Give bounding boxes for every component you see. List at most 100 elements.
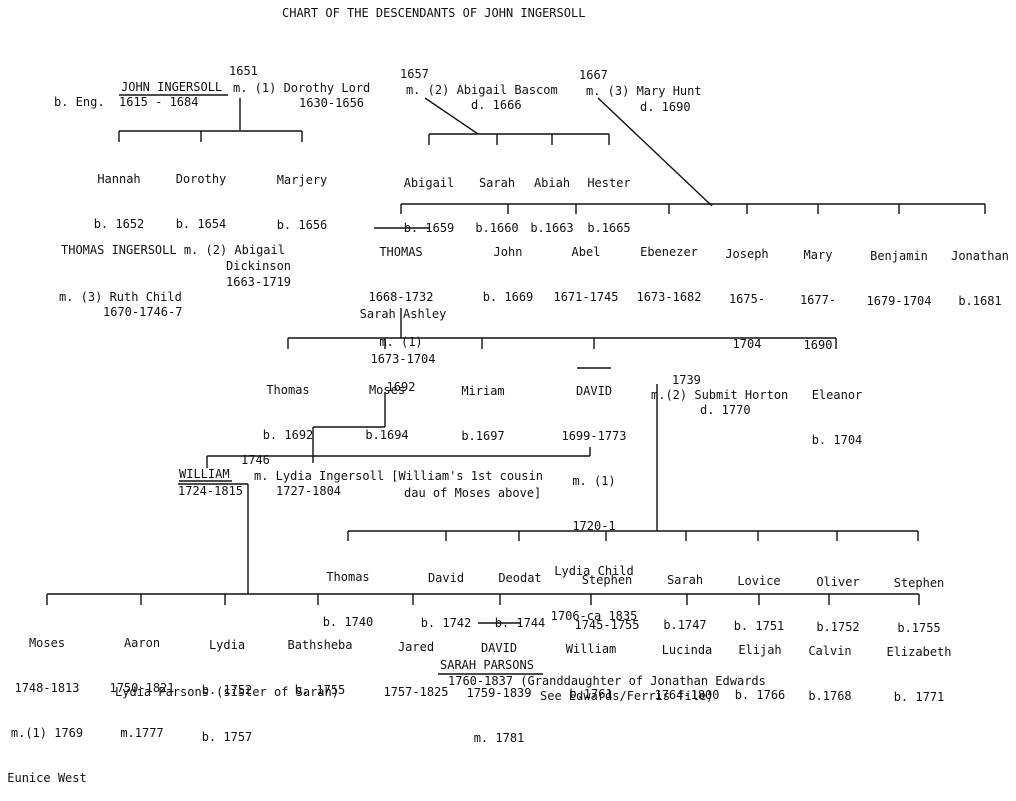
john-marriage2-year: 1657 <box>400 67 429 81</box>
abigail-dickinson-surname: Dickinson <box>226 259 292 273</box>
child-born: b. 1652 <box>93 217 145 231</box>
david-block: DAVID 1699-1773 m. (1) 1720-1 Lydia Chil… <box>544 354 644 639</box>
child-hannah: Hannah b. 1652 <box>84 142 154 247</box>
child-born: 1677- <box>799 293 837 307</box>
john-name: JOHN INGERSOLL <box>121 80 223 94</box>
david-marriage1: m. (1) <box>572 474 616 488</box>
child-name: Abel <box>571 245 601 259</box>
child-born: b.1694 <box>365 428 409 442</box>
child-hester: Hester b.1665 <box>579 146 639 251</box>
child-born: b. 1740 <box>322 615 374 629</box>
mary-hunt-death: d. 1690 <box>640 100 691 114</box>
child-name: Elizabeth <box>886 645 952 659</box>
child-name: Aaron <box>123 636 161 650</box>
thomas-marriage3: m. (3) Ruth Child <box>59 290 182 304</box>
child-name: Hannah <box>97 172 141 186</box>
lydia-ingersoll-dates: 1727-1804 <box>276 484 342 498</box>
child-dates: b. 1755 <box>294 683 346 697</box>
thomas-block: THOMAS 1668-1732 m. (1) 1692 <box>346 215 456 410</box>
lydia-parsons: Lydia Parsons (sister of Sarah) <box>115 685 339 699</box>
child-name: Joseph <box>725 247 769 261</box>
child-name: Ebenezer <box>640 245 698 259</box>
child-lucinda: Lucinda 1764-1800 <box>648 613 726 718</box>
dorothy-lord-dates: 1630-1656 <box>299 96 365 110</box>
child-elijah: Elijah b. 1766 <box>726 613 794 718</box>
child-marriage: m. 1781 <box>473 731 525 745</box>
child-died: 1704 <box>732 337 762 351</box>
child-name: Abigail <box>403 176 455 190</box>
child-sarah-1747: Sarah b.1747 <box>652 543 718 648</box>
child-born: b.1747 <box>663 618 707 632</box>
child-sarah: Sarah b.1660 <box>467 146 527 251</box>
thomas-name: THOMAS <box>379 245 423 259</box>
child-name: Marjery <box>276 173 328 187</box>
child-david-1742: David b. 1742 <box>406 541 486 646</box>
child-calvin: Calvin b.1768 <box>798 614 862 719</box>
child-name: Moses <box>28 636 66 650</box>
child-spouse: Eunice West <box>7 771 87 785</box>
child-name: John <box>493 245 523 259</box>
aaron-spouse: Lydia Parsons (sister of Sarah) b. 1757 <box>102 655 352 760</box>
child-name: Thomas <box>266 383 310 397</box>
child-dates: 1750-1821 <box>109 681 175 695</box>
lydia-ingersoll-note: dau of Moses above] <box>404 486 542 500</box>
chart-title: CHART OF THE DESCENDANTS OF JOHN INGERSO… <box>282 6 586 20</box>
john-marriage1-year: 1651 <box>229 64 258 78</box>
thomas-dates: 1668-1732 <box>368 290 434 304</box>
child-dates: b.1768 <box>808 689 852 703</box>
child-name: Mary <box>803 248 833 262</box>
child-born: b. 1656 <box>276 218 328 232</box>
child-born: b. 1742 <box>420 616 472 630</box>
john-marriage2: m. (2) Abigail Bascom <box>406 83 558 97</box>
child-abiah: Abiah b.1663 <box>522 146 582 251</box>
child-ebenezer: Ebenezer 1673-1682 <box>629 215 709 320</box>
child-stephen-1745: Stephen 1745-1755 <box>566 543 648 648</box>
child-name: Bathsheba <box>287 638 353 652</box>
child-name: William <box>565 642 617 656</box>
child-name: Lovice <box>737 574 781 588</box>
child-born: b. 1692 <box>262 428 314 442</box>
sarah-parsons-note: See Edwards/Ferris file) <box>540 689 714 703</box>
child-marriage: m.(1) 1769 <box>10 726 84 740</box>
child-name: Thomas <box>326 570 370 584</box>
thomas-marriage1-year: 1692 <box>386 380 416 394</box>
child-name: Deodat <box>498 571 542 585</box>
child-name: Miriam <box>461 384 505 398</box>
child-born: b.1755 <box>897 621 941 635</box>
child-name: Elijah <box>738 643 782 657</box>
child-dates: b.1761 <box>569 687 613 701</box>
child-name: Eleanor <box>811 388 863 402</box>
child-william-1761: William b.1761 <box>558 612 624 717</box>
lydia-parsons-born: b. 1757 <box>201 730 253 744</box>
abigail-dickinson-dates: 1663-1719 <box>226 275 292 289</box>
child-name: Jonathan <box>951 249 1009 263</box>
david-marriage2-year: 1739 <box>672 373 701 387</box>
child-born: b.1681 <box>958 294 1002 308</box>
child-jonathan: Jonathan b.1681 <box>945 219 1015 324</box>
abigail-bascom-death: d. 1666 <box>471 98 522 112</box>
child-name: Oliver <box>816 575 860 589</box>
child-abigail: Abigail b. 1659 <box>394 146 464 251</box>
child-born: 1675- <box>728 292 766 306</box>
submit-horton-death: d. 1770 <box>700 403 751 417</box>
thomas-marriage2: THOMAS INGERSOLL m. (2) Abigail <box>61 243 285 257</box>
sarah-ashley-name: Sarah Ashley <box>359 307 447 321</box>
child-born: 1671-1745 <box>553 290 619 304</box>
child-dates: b. 1752 <box>201 683 253 697</box>
child-oliver: Oliver b.1752 <box>802 545 874 650</box>
child-born: b. 1669 <box>482 290 534 304</box>
child-benjamin: Benjamin 1679-1704 <box>859 219 939 324</box>
child-moses: Moses b.1694 <box>352 353 422 458</box>
david-name: DAVID <box>575 384 613 398</box>
john-marriage3: m. (3) Mary Hunt <box>586 84 702 98</box>
william-dates: 1724-1815 <box>178 484 244 498</box>
child-born: b.1697 <box>461 429 505 443</box>
sarah-ashley: Sarah Ashley 1673-1704 <box>348 277 458 382</box>
david-marriage1-year: 1720-1 <box>572 519 616 533</box>
child-born: 1745-1755 <box>574 618 640 632</box>
sarah-ashley-dates: 1673-1704 <box>370 352 436 366</box>
child-name: Calvin <box>808 644 852 658</box>
connector-lines <box>46 94 986 675</box>
david-marriage2: m.(2) Submit Horton <box>651 388 789 402</box>
child-thomas: Thomas b. 1692 <box>248 353 328 458</box>
